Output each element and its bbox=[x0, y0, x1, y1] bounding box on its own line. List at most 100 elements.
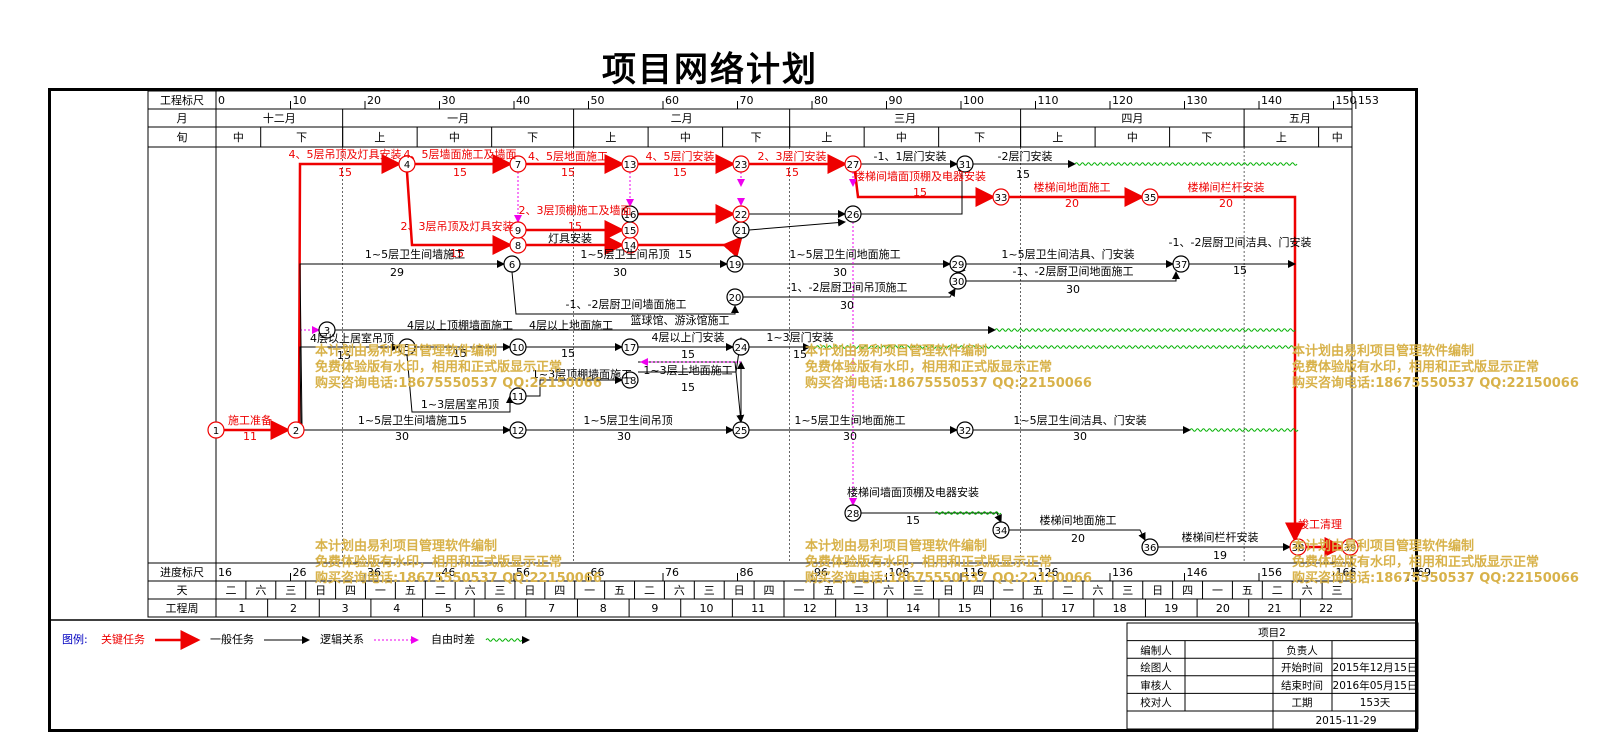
node-number: 28 bbox=[847, 509, 860, 520]
network-node[interactable] bbox=[398, 338, 416, 356]
xun-label: 中 bbox=[896, 131, 907, 144]
network-node[interactable] bbox=[992, 521, 1010, 539]
xun-label: 上 bbox=[605, 131, 616, 144]
network-node[interactable] bbox=[621, 338, 639, 356]
top-scale-tick: 40 bbox=[516, 94, 530, 107]
network-node[interactable] bbox=[318, 321, 336, 339]
task-label: 4、5层墙面施工及墙面 bbox=[404, 147, 517, 161]
network-node[interactable] bbox=[956, 421, 974, 439]
task-label: 4层以上居室吊顶 bbox=[310, 331, 394, 345]
network-node[interactable] bbox=[844, 205, 862, 223]
node-number: 8 bbox=[515, 241, 521, 252]
task-duration: 15 bbox=[337, 349, 351, 362]
task-arrow bbox=[299, 343, 400, 427]
watermark-text: 购买咨询电话:18675550537 QQ:22150066 bbox=[1292, 570, 1579, 586]
network-node[interactable] bbox=[1141, 538, 1159, 556]
network-node[interactable] bbox=[844, 155, 862, 173]
watermark-text: 本计划由易利项目管理软件编制 bbox=[315, 343, 497, 359]
page-title: 项目网络计划 bbox=[602, 50, 818, 90]
network-node[interactable] bbox=[398, 155, 416, 173]
network-node[interactable] bbox=[1341, 538, 1359, 556]
task-label: 2、3层吊顶及灯具安装 bbox=[401, 219, 514, 233]
network-node[interactable] bbox=[956, 155, 974, 173]
task-duration: 15 bbox=[453, 347, 467, 360]
progress-scale-tick: 86 bbox=[740, 566, 754, 579]
day-label: 二 bbox=[1272, 584, 1283, 597]
node-number: 12 bbox=[512, 426, 525, 437]
duration-value: 153天 bbox=[1360, 697, 1391, 709]
network-node[interactable] bbox=[992, 188, 1010, 206]
network-node[interactable] bbox=[509, 338, 527, 356]
scale-row-label: 天 bbox=[177, 584, 188, 597]
node-number: 30 bbox=[952, 277, 965, 288]
task-duration: 15 bbox=[1233, 264, 1247, 277]
network-node[interactable] bbox=[1141, 188, 1159, 206]
task-duration: 15 bbox=[453, 414, 467, 427]
day-label: 四 bbox=[345, 584, 356, 597]
task-duration: 15 bbox=[906, 514, 920, 527]
week-label: 22 bbox=[1319, 602, 1333, 615]
network-node[interactable] bbox=[732, 205, 750, 223]
day-label: 三 bbox=[285, 584, 296, 597]
network-node[interactable] bbox=[503, 255, 521, 273]
task-arrow bbox=[299, 260, 505, 426]
task-label: 楼梯间墙面顶棚及电器安装 bbox=[847, 485, 979, 499]
network-node[interactable] bbox=[621, 205, 639, 223]
network-node[interactable] bbox=[621, 155, 639, 173]
week-label: 16 bbox=[1009, 602, 1023, 615]
day-label: 四 bbox=[1182, 584, 1193, 597]
network-node[interactable] bbox=[1172, 255, 1190, 273]
node-number: 20 bbox=[729, 293, 742, 304]
top-scale-tick: 130 bbox=[1187, 94, 1208, 107]
task-duration: 15 bbox=[568, 220, 582, 233]
top-scale-tick: 30 bbox=[442, 94, 456, 107]
network-node[interactable] bbox=[287, 421, 305, 439]
task-duration: 15 bbox=[793, 348, 807, 361]
network-node[interactable] bbox=[732, 421, 750, 439]
network-node[interactable] bbox=[509, 155, 527, 173]
task-arrow bbox=[861, 512, 1002, 523]
network-node[interactable] bbox=[1289, 538, 1307, 556]
network-node[interactable] bbox=[509, 387, 527, 405]
top-scale-tick: 110 bbox=[1038, 94, 1059, 107]
node-number: 15 bbox=[624, 226, 637, 237]
diagram-frame bbox=[48, 88, 1418, 732]
network-node[interactable] bbox=[509, 421, 527, 439]
network-node[interactable] bbox=[949, 272, 967, 290]
task-label: 1~5层卫生间洁具、门安装 bbox=[1013, 413, 1146, 427]
day-label: 四 bbox=[973, 584, 984, 597]
xun-label: 中 bbox=[449, 131, 460, 144]
task-duration: 15 bbox=[1016, 168, 1030, 181]
network-node[interactable] bbox=[732, 338, 750, 356]
network-node[interactable] bbox=[207, 421, 225, 439]
node-number: 31 bbox=[959, 160, 972, 171]
network-node[interactable] bbox=[844, 504, 862, 522]
week-label: 1 bbox=[238, 602, 245, 615]
month-label: 四月 bbox=[1121, 112, 1143, 125]
progress-scale-tick: 169 bbox=[1410, 566, 1431, 579]
network-node[interactable] bbox=[949, 255, 967, 273]
legend-critical-label: 关键任务 bbox=[101, 632, 145, 646]
network-node[interactable] bbox=[726, 255, 744, 273]
network-node[interactable] bbox=[621, 371, 639, 389]
task-duration: 15 bbox=[561, 166, 575, 179]
month-label: 二月 bbox=[671, 112, 693, 125]
progress-scale-tick: 106 bbox=[889, 566, 910, 579]
top-scale-tick: 50 bbox=[591, 94, 605, 107]
progress-scale-tick: 46 bbox=[442, 566, 456, 579]
network-node[interactable] bbox=[509, 221, 527, 239]
task-label: 1~5层卫生间地面施工 bbox=[789, 247, 900, 261]
task-duration: 15 bbox=[338, 166, 352, 179]
week-label: 18 bbox=[1113, 602, 1127, 615]
task-label: -1、-2层厨卫间洁具、门安装 bbox=[1169, 235, 1312, 249]
top-scale-tick: 20 bbox=[367, 94, 381, 107]
network-node[interactable] bbox=[732, 155, 750, 173]
task-duration: 15 bbox=[561, 347, 575, 360]
day-label: 一 bbox=[1003, 584, 1014, 597]
node-number: 29 bbox=[952, 260, 965, 271]
task-label: -1、-2层厨卫间墙面施工 bbox=[566, 297, 687, 311]
progress-scale-tick: 126 bbox=[1038, 566, 1059, 579]
week-label: 10 bbox=[700, 602, 714, 615]
watermark-text: 本计划由易利项目管理软件编制 bbox=[805, 538, 987, 554]
network-node[interactable] bbox=[726, 288, 744, 306]
